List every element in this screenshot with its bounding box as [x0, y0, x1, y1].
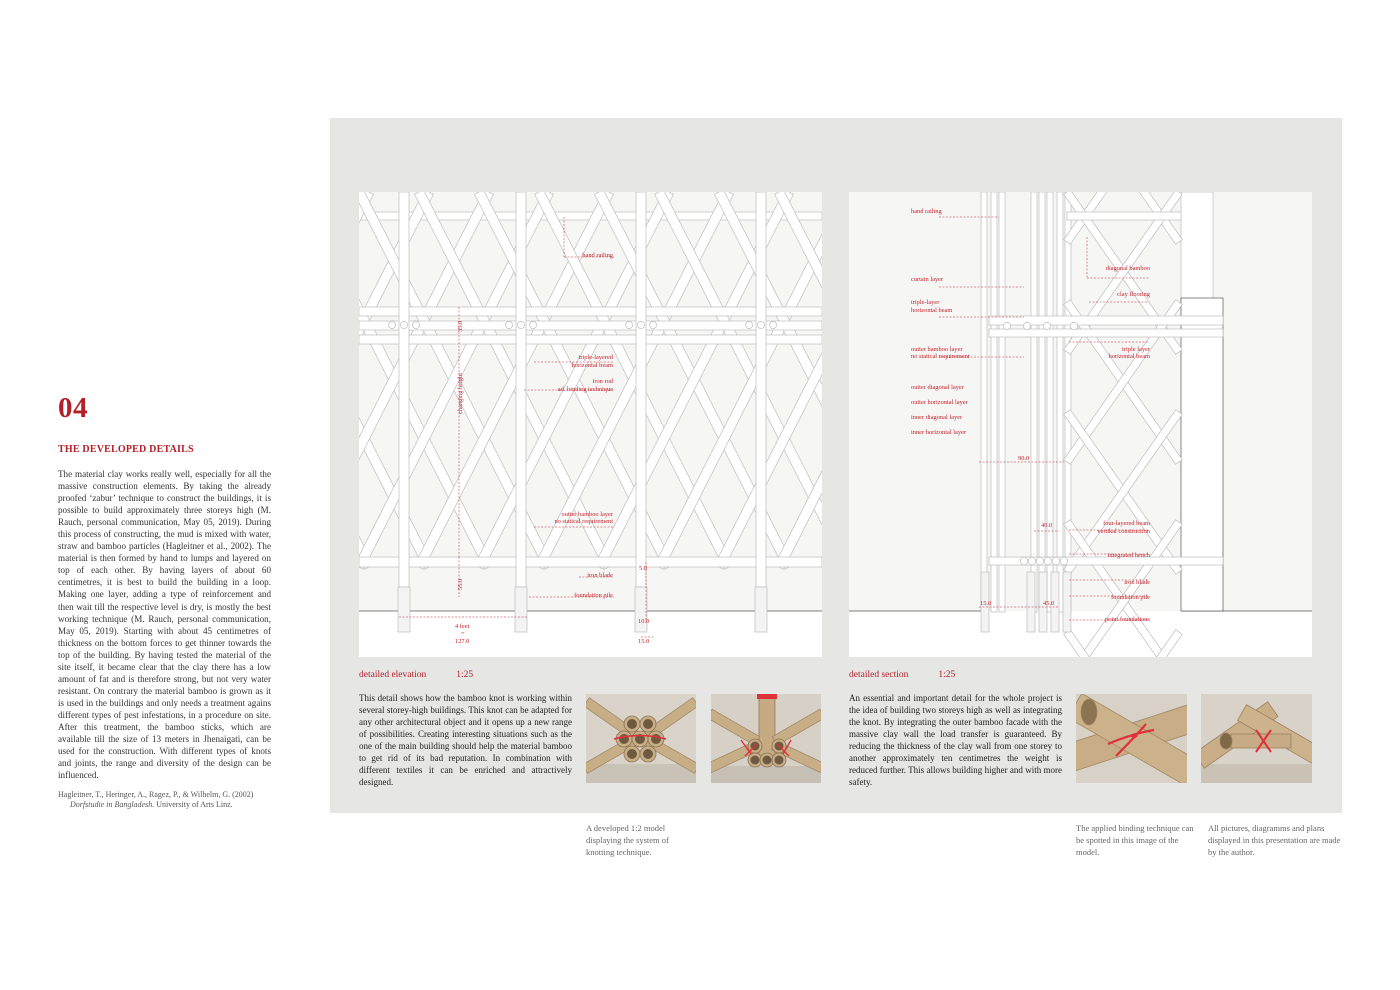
section-caption: detailed section 1:25: [849, 670, 955, 680]
note-model: A developed 1:2 model displaying the sys…: [586, 823, 669, 857]
section-title: THE DEVELOPED DETAILS: [58, 444, 194, 455]
elev-label-triple-1: triple-layered: [579, 354, 614, 361]
elev-dim-35: 35.0: [457, 321, 464, 332]
sect-label-inner-diagonal: inner diagonal layer: [911, 414, 963, 421]
section-number: 04: [58, 392, 88, 424]
section-caption-title: detailed section: [849, 670, 909, 680]
elev-label-foundation-pile: foundation pile: [574, 592, 613, 599]
binding-photo-closeup: [1076, 694, 1187, 783]
reference: Hagleitner, T., Heringer, A., Ragez, P.,…: [58, 790, 288, 810]
elevation-caption-title: detailed elevation: [359, 670, 427, 680]
sect-label-inner-horizontal: inner horizontal layer: [911, 429, 967, 436]
sect-label-triple-layer-1: triple-layer: [911, 299, 940, 306]
sect-label-point-foundations: point foundations: [1105, 616, 1150, 623]
elev-dim-55: 55.0: [457, 579, 464, 590]
section-caption-scale: 1:25: [938, 670, 956, 680]
elev-dim-4feet: 4 feet: [455, 623, 470, 630]
sect-dim-15: 15.0: [980, 600, 991, 607]
section-body-text: The material clay works really well, esp…: [58, 469, 271, 781]
sect-label-foundation-pile: foundation pile: [1111, 594, 1150, 601]
sect-label-outer-horizontal: outter horizontal layer: [911, 399, 969, 406]
reference-source: Dorfstudie in Bangladesh. University of …: [58, 800, 288, 810]
sect-label-outer-diagonal: outter diagonal layer: [911, 384, 965, 391]
elev-label-hand-railing: hand railing: [582, 252, 614, 259]
model-photo-side: [711, 694, 821, 783]
elev-dim-eq: =: [461, 630, 465, 637]
elev-dim-127: 127.0: [455, 638, 469, 645]
sect-label-four-layered-2: vertikal construction: [1097, 528, 1151, 535]
sect-label-four-layered-1: four-layered beam: [1103, 520, 1150, 527]
sect-label-triple-r1: triple layer: [1122, 346, 1151, 353]
elev-label-outer-2: no statical requirement: [554, 518, 613, 525]
elev-label-iron-blade: iron blade: [587, 572, 613, 579]
binding-photo-detail: [1201, 694, 1312, 783]
elevation-drawing: hand railing triple-layered horizontal b…: [359, 192, 822, 657]
reference-publisher: University of Arts Linz.: [154, 800, 233, 809]
elev-dim-5: 5.0: [639, 565, 647, 572]
sect-label-hand-railing: hand railing: [911, 208, 943, 215]
elev-dim-15: 15.0: [638, 638, 649, 645]
reference-title: Dorfstudie in Bangladesh.: [70, 800, 155, 809]
note-credits: All pictures, diagramms and plans displa…: [1208, 823, 1341, 857]
elev-label-iron-rod-1: iron rod: [593, 378, 614, 385]
elev-dim-changing-height: changing height: [457, 373, 464, 414]
note-binding: The applied binding technique can be spo…: [1076, 823, 1194, 857]
sect-label-curtain-layer: curtain layer: [911, 276, 944, 283]
elevation-caption-scale: 1:25: [456, 670, 474, 680]
sect-label-diagonal-bamboo: diagonal bamboo: [1106, 265, 1150, 272]
sect-dim-45: 45.0: [1043, 600, 1054, 607]
sect-label-triple-r2: horizontal beam: [1109, 353, 1150, 360]
details-panel: hand railing triple-layered horizontal b…: [330, 118, 1342, 813]
section-svg: hand railing diagonal bamboo curtain lay…: [849, 192, 1312, 657]
section-drawing: hand railing diagonal bamboo curtain lay…: [849, 192, 1312, 657]
elevation-svg: hand railing triple-layered horizontal b…: [359, 192, 822, 657]
sect-label-clay-flooring: clay flooring: [1117, 291, 1151, 298]
sect-label-integrated-bench: integrated bench: [1108, 552, 1151, 559]
sect-dim-40: 40.0: [1041, 522, 1052, 529]
sect-label-outer-2: no statical requirement: [911, 353, 970, 360]
elev-label-outer-1: outter bamboo layer: [562, 511, 614, 518]
elev-dim-10: 10.0: [638, 618, 649, 625]
elev-label-triple-2: horizontal beam: [572, 362, 613, 369]
sect-label-iron-blade: iron blade: [1124, 579, 1150, 586]
sect-label-triple-layer-2: horizontal beam: [911, 307, 952, 314]
sect-label-outer-1: outter bamboo layer: [911, 346, 963, 353]
sect-dim-90: 90.0: [1018, 455, 1029, 462]
section-description: An essential and important detail for th…: [849, 693, 1062, 787]
elevation-caption: detailed elevation 1:25: [359, 670, 473, 680]
reference-authors: Hagleitner, T., Heringer, A., Ragez, P.,…: [58, 790, 254, 799]
model-photo-front: [586, 694, 696, 783]
elev-label-iron-rod-2: ad. binding technique: [558, 386, 613, 393]
elevation-description: This detail shows how the bamboo knot is…: [359, 693, 572, 787]
